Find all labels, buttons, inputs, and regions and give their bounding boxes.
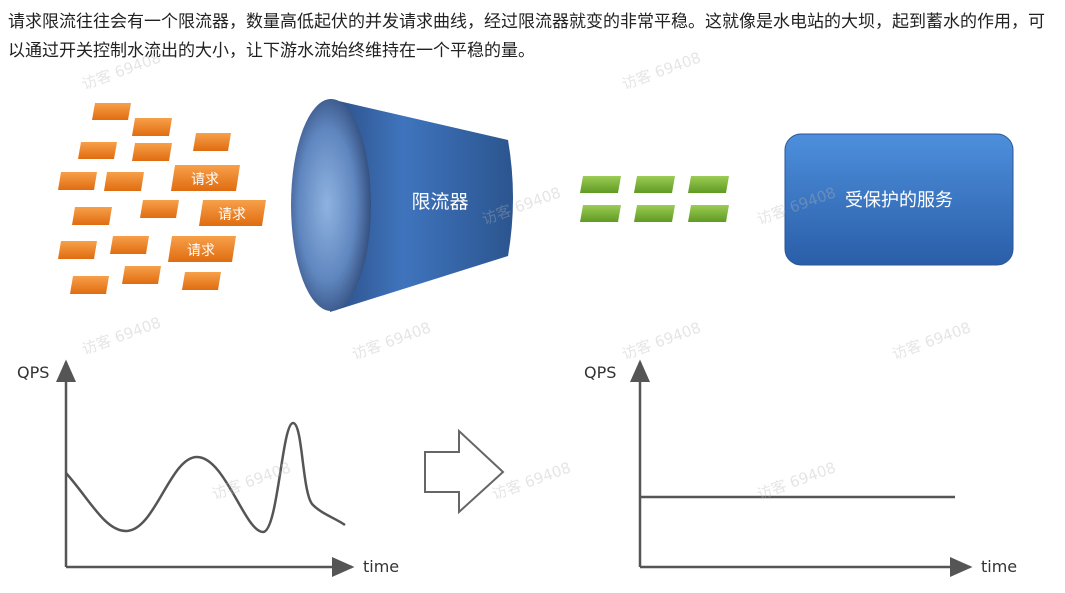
request-block bbox=[182, 272, 221, 290]
request-block bbox=[92, 103, 131, 120]
request-blocks bbox=[58, 103, 266, 294]
limiter-label: 限流器 bbox=[411, 191, 468, 213]
transform-arrow-icon bbox=[424, 428, 505, 515]
request-block bbox=[193, 133, 231, 151]
request-block bbox=[140, 200, 179, 218]
request-block bbox=[132, 118, 172, 136]
request-block bbox=[78, 142, 117, 159]
output-block bbox=[634, 176, 675, 193]
request-block bbox=[122, 266, 161, 284]
request-block-labeled bbox=[199, 200, 266, 226]
protected-service-box bbox=[784, 133, 1014, 266]
qps-chart-after bbox=[630, 359, 973, 577]
output-blocks bbox=[580, 176, 729, 222]
output-block bbox=[580, 205, 621, 222]
request-label: 请求 bbox=[187, 243, 215, 259]
request-block bbox=[104, 172, 144, 191]
request-block bbox=[110, 236, 149, 254]
request-block bbox=[58, 241, 97, 259]
y-axis-label: QPS bbox=[584, 363, 616, 382]
request-label: 请求 bbox=[191, 172, 219, 188]
output-block bbox=[688, 205, 729, 222]
output-block bbox=[688, 176, 729, 193]
qps-chart-before bbox=[56, 359, 355, 577]
request-label: 请求 bbox=[218, 207, 246, 223]
output-block bbox=[634, 205, 675, 222]
request-block-labeled bbox=[168, 236, 236, 262]
y-axis-label: QPS bbox=[17, 363, 49, 382]
request-block bbox=[58, 172, 97, 190]
request-block bbox=[72, 207, 112, 225]
service-label: 受保护的服务 bbox=[845, 190, 953, 211]
x-axis-label: time bbox=[981, 557, 1017, 576]
request-block bbox=[132, 143, 172, 161]
request-block-labeled bbox=[171, 165, 240, 191]
x-axis-label: time bbox=[363, 557, 399, 576]
output-block bbox=[580, 176, 621, 193]
fluctuating-qps-curve bbox=[65, 421, 346, 534]
request-block bbox=[70, 276, 109, 294]
rate-limiter-funnel bbox=[291, 99, 513, 312]
intro-paragraph: 请求限流往往会有一个限流器，数量高低起伏的并发请求曲线，经过限流器就变的非常平稳… bbox=[8, 12, 1045, 61]
